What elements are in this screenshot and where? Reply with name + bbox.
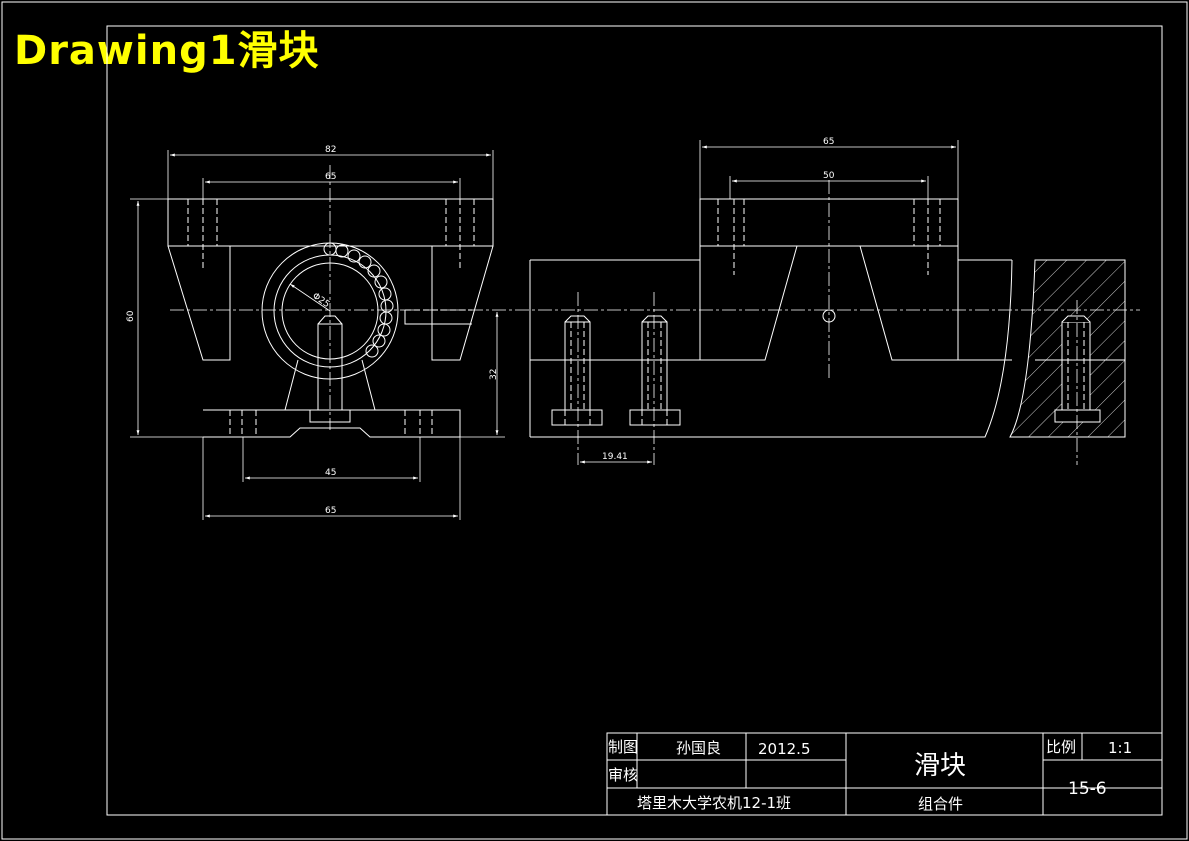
front-view	[167, 165, 1140, 438]
dim-base-width: 65	[325, 506, 336, 516]
side-dimensions	[580, 140, 959, 464]
front-dimensions	[130, 150, 505, 520]
side-view	[529, 180, 1013, 465]
section-view	[1009, 259, 1126, 465]
scale-value: 1:1	[1108, 739, 1132, 757]
side-bolts	[551, 315, 681, 426]
ball-bearings	[323, 242, 394, 358]
dim-bore-diameter: Φ25	[310, 291, 331, 310]
dim-front-height: 60	[126, 310, 136, 322]
dim-side-hole-spacing: 50	[823, 171, 835, 181]
title-block-labels: 制图 孙国良 2012.5 审核 滑块 比例 1:1 15-6 塔里木大学农机1…	[608, 738, 1132, 813]
drawing-border	[106, 25, 1163, 816]
dim-front-hole-spacing: 65	[325, 172, 336, 182]
dimension-labels: 82 65 60 Φ25 32 45 65 65 50 19.41	[126, 137, 835, 516]
part-name: 滑块	[914, 751, 966, 781]
title-block	[606, 732, 1163, 816]
checked-label: 审核	[608, 766, 638, 784]
drawing-title: Drawing1滑块	[14, 28, 320, 74]
part-type: 组合件	[918, 795, 963, 813]
drawn-label: 制图	[608, 738, 638, 756]
drawing-number: 15-6	[1068, 779, 1107, 799]
drawn-date: 2012.5	[758, 740, 811, 758]
dim-base-bolt-spacing: 45	[325, 468, 336, 478]
school-class: 塔里木大学农机12-1班	[637, 794, 791, 812]
drawn-by: 孙国良	[676, 739, 721, 757]
dim-front-top-width: 82	[325, 145, 336, 155]
scale-label: 比例	[1046, 738, 1076, 756]
dim-bolt-pitch: 19.41	[602, 452, 628, 462]
dim-center-height: 32	[489, 369, 499, 380]
dim-side-length: 65	[823, 137, 834, 147]
